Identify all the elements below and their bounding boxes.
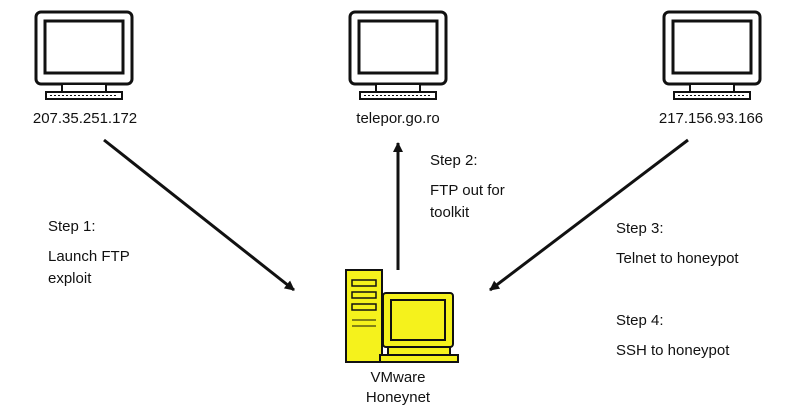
node-label-honeynet: VMware Honeynet: [330, 368, 466, 408]
step4-annotation: Step 4: SSH to honeypot: [616, 310, 729, 362]
node-label-attacker-left: 207.35.251.172: [32, 110, 138, 127]
computer-icon: [348, 10, 448, 100]
step3-text-line1: Telnet to honeypot: [616, 250, 739, 267]
step1-text-line1: Launch FTP: [48, 248, 130, 265]
honeynet-computer-icon: [345, 269, 459, 363]
step3-title: Step 3:: [616, 220, 664, 237]
computer-icon: [662, 10, 762, 100]
node-label-attacker-right: 217.156.93.166: [658, 110, 764, 127]
step1-text-line2: exploit: [48, 270, 92, 287]
honeynet-label-line1: VMware: [370, 369, 426, 386]
step1-annotation: Step 1: Launch FTP exploit: [48, 216, 130, 290]
node-label-toolkit-server: telepor.go.ro: [356, 110, 440, 127]
step2-annotation: Step 2: FTP out for toolkit: [430, 150, 505, 224]
step4-title: Step 4:: [616, 312, 664, 329]
step2-text-line1: FTP out for: [430, 182, 505, 199]
step1-title: Step 1:: [48, 218, 96, 235]
honeynet-label-line2: Honeynet: [365, 389, 431, 406]
computer-icon: [34, 10, 134, 100]
step3-annotation: Step 3: Telnet to honeypot: [616, 218, 739, 270]
step4-text-line1: SSH to honeypot: [616, 342, 730, 359]
step2-title: Step 2:: [430, 152, 478, 169]
arrow-step3: [489, 138, 689, 292]
step2-text-line2: toolkit: [430, 204, 470, 221]
arrow-step1: [103, 138, 295, 292]
